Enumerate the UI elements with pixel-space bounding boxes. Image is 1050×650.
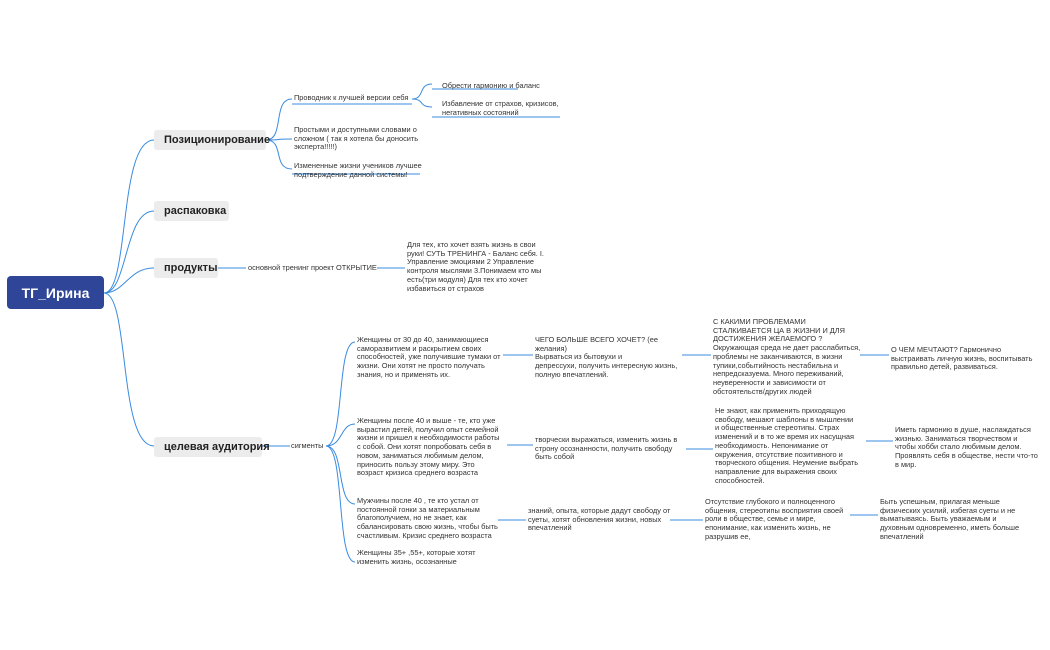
node-positioning[interactable]: Позиционирование — [154, 130, 270, 150]
node-segment-men-40-plus[interactable]: Мужчины после 40 , те кто устал от посто… — [357, 496, 498, 540]
node-want-2[interactable]: творчески выражаться, изменить жизнь в с… — [535, 435, 678, 462]
node-dream-1[interactable]: О ЧЕМ МЕЧТАЮТ? Гармонично выстраивать ли… — [891, 345, 1033, 372]
node-problems-1[interactable]: С КАКИМИ ПРОБЛЕМАМИ СТАЛКИВАЕТСЯ ЦА В ЖИ… — [713, 317, 861, 396]
node-segment-women-40-plus[interactable]: Женщины после 40 и выше - те, кто уже вы… — [357, 416, 500, 478]
node-segments[interactable]: сигменты — [291, 441, 324, 450]
node-want-3[interactable]: знаний, опыта, которые дадут свободу от … — [528, 506, 671, 533]
node-dream-2[interactable]: Иметь гармонию в душе, наслаждаться жизн… — [895, 425, 1038, 469]
node-segment-women-35-55[interactable]: Женщины 35+ ,55+, которые хотят изменить… — [357, 548, 476, 566]
node-segment-women-30-40[interactable]: Женщины от 30 до 40, занимающиеся самора… — [357, 335, 501, 379]
node-want-1[interactable]: ЧЕГО БОЛЬШЕ ВСЕГО ХОЧЕТ? (ее желания) Вы… — [535, 335, 678, 379]
node-changed-lives[interactable]: Измененные жизни учеников лучшее подтвер… — [294, 161, 422, 179]
root-node[interactable]: ТГ_Ирина — [7, 276, 104, 309]
node-main-training[interactable]: основной тренинг проект ОТКРЫТИЕ — [248, 263, 377, 272]
node-unpacking[interactable]: распаковка — [154, 201, 229, 221]
node-target-audience[interactable]: целевая аудитория — [154, 437, 270, 457]
node-simple-words[interactable]: Простыми и доступными словами о сложном … — [294, 125, 419, 152]
node-training-description[interactable]: Для тех, кто хочет взять жизнь в свои ру… — [407, 240, 544, 293]
node-problems-2[interactable]: Не знают, как применить приходящую свобо… — [715, 406, 859, 485]
node-problems-3[interactable]: Отсутствие глубокого и полноценного обще… — [705, 497, 844, 541]
node-harmony[interactable]: Обрести гармонию и баланс — [442, 81, 540, 90]
node-guide[interactable]: Проводник к лучшей версии себя — [294, 93, 409, 102]
node-dream-3[interactable]: Быть успешным, прилагая меньше физически… — [880, 497, 1020, 541]
node-free-from-fears[interactable]: Избавление от страхов, кризисов, негатив… — [442, 99, 559, 117]
node-products[interactable]: продукты — [154, 258, 218, 278]
